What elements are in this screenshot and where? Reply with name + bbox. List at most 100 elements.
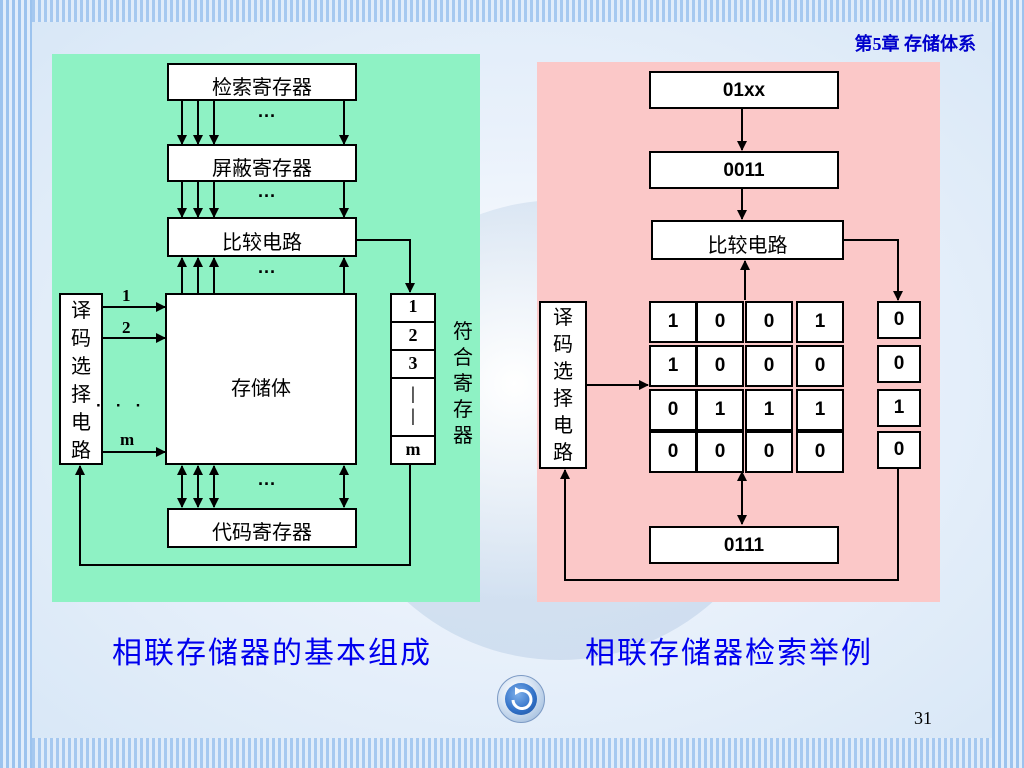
match-cell-bar-1: |	[411, 383, 415, 403]
decoder-char-2: 码	[71, 326, 91, 350]
decorative-stripe-bottom	[32, 738, 992, 768]
row-label-2: 2	[122, 318, 131, 337]
match-label-char-2: 合	[453, 345, 473, 369]
decorative-stripe-left	[0, 0, 32, 768]
matrix-cell	[649, 301, 697, 343]
matrix-cell-value: 1	[814, 311, 826, 332]
bus-dots-1: ···	[258, 106, 276, 126]
right-compare-circuit-box	[651, 220, 844, 260]
match-label-char-1: 符	[453, 319, 473, 343]
page-number: 31	[914, 708, 932, 728]
storage-label: 存储体	[231, 376, 291, 400]
matrix-cell-value: 0	[763, 355, 775, 376]
search-value-box	[649, 71, 839, 109]
match-bit-value: 0	[893, 353, 905, 374]
compare-circuit-label: 比较电路	[222, 230, 302, 254]
mask-value-label: 0011	[723, 160, 765, 181]
storage-box	[165, 293, 357, 465]
matrix-cell-value: 0	[814, 441, 826, 462]
match-bit-value: 0	[893, 439, 905, 460]
search-register-label: 检索寄存器	[212, 75, 312, 99]
chapter-title: 第5章 存储体系	[854, 34, 977, 54]
return-arrow-icon	[511, 687, 533, 710]
matrix-cell-value: 0	[667, 441, 679, 462]
matrix-cell-value: 1	[814, 399, 826, 420]
matrix-cell	[696, 389, 744, 431]
match-label-char-3: 寄	[453, 371, 473, 395]
matrix-cell	[696, 301, 744, 343]
matrix-cell	[696, 345, 744, 387]
match-label-char-5: 器	[453, 423, 473, 447]
decorative-stripe-top	[32, 0, 992, 22]
matrix-cell-value: 0	[714, 355, 726, 376]
right-decoder-char-4: 择	[553, 386, 573, 410]
right-decoder-char-1: 译	[553, 305, 573, 329]
match-bit-value: 0	[893, 309, 905, 330]
output-value-label: 0111	[723, 535, 765, 556]
matrix-cell	[649, 389, 697, 431]
compare-circuit-box	[167, 217, 357, 257]
decoder-char-3: 选	[71, 354, 91, 378]
output-value-box	[649, 526, 839, 564]
match-bit-value: 1	[893, 397, 905, 418]
decoder-box	[59, 293, 103, 465]
match-cell-m: m	[405, 439, 421, 459]
bus-dots-4: ···	[258, 474, 276, 494]
right-diagram-boxes	[539, 71, 844, 564]
search-value-label: 01xx	[722, 80, 766, 101]
right-decoder-label: 译 码 选 择 电 路	[540, 304, 586, 466]
return-button[interactable]	[497, 675, 545, 723]
matrix-cell	[696, 431, 744, 473]
search-register-box	[167, 63, 357, 101]
decorative-stripe-right	[992, 0, 1024, 768]
match-bits-grid	[877, 301, 921, 469]
decoder-label: 译 码 选 择 电 路	[60, 296, 102, 464]
right-decoder-char-2: 码	[553, 332, 573, 356]
matrix-cell-value: 0	[667, 399, 679, 420]
left-caption: 相联存储器的基本组成	[112, 636, 432, 671]
matrix-cell-value: 1	[714, 399, 726, 420]
match-bit-cell	[877, 345, 921, 383]
matrix-cell	[649, 431, 697, 473]
right-diagram-arrows	[560, 109, 903, 581]
decoder-char-6: 路	[71, 438, 91, 462]
matrix-cell	[796, 389, 844, 431]
decoder-char-5: 电	[71, 410, 91, 434]
left-diagram-arrows	[75, 101, 415, 566]
match-cell-1: 1	[408, 296, 418, 316]
matrix-cell-value: 1	[763, 399, 775, 420]
right-decoder-box	[539, 301, 587, 469]
mask-register-label: 屏蔽寄存器	[212, 156, 312, 180]
matrix-cell	[745, 431, 793, 473]
decoder-char-4: 择	[71, 382, 91, 406]
matrix-cell	[796, 431, 844, 473]
match-register-label: 符 合 寄 存 器	[450, 318, 476, 448]
bus-dots-2: ···	[258, 186, 276, 206]
code-register-label: 代码寄存器	[212, 520, 312, 544]
matrix-cell	[796, 345, 844, 387]
right-decoder-char-5: 电	[553, 413, 573, 437]
side-dots: · · ·	[96, 396, 142, 415]
decoder-char-1: 译	[71, 298, 91, 322]
mask-value-box	[649, 151, 839, 189]
code-register-box	[167, 508, 357, 548]
matrix-cell	[745, 389, 793, 431]
matrix-cell	[796, 301, 844, 343]
match-bit-cell	[877, 431, 921, 469]
bus-dots-3: ···	[258, 262, 276, 282]
storage-matrix-grid	[649, 301, 844, 473]
right-caption: 相联存储器检索举例	[585, 636, 873, 671]
mask-register-box	[167, 144, 357, 182]
left-diagram-boxes	[59, 63, 436, 548]
right-decoder-char-3: 选	[553, 359, 573, 383]
matrix-cell-value: 0	[763, 441, 775, 462]
match-cell-2: 2	[408, 325, 418, 345]
match-bit-cell	[877, 389, 921, 427]
matrix-cell-value: 0	[714, 441, 726, 462]
matrix-cell-value: 1	[667, 355, 679, 376]
row-label-m: m	[120, 430, 135, 449]
match-cell-bar-2: |	[411, 405, 415, 425]
matrix-cell	[745, 301, 793, 343]
